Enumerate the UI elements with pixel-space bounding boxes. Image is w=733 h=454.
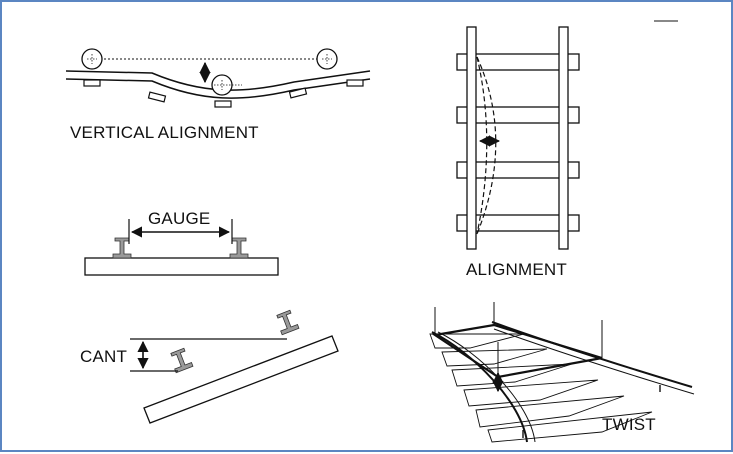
sleeper [288, 87, 308, 99]
twist-diagram [429, 302, 695, 443]
sleeper [456, 106, 580, 124]
gauge-diagram [84, 219, 279, 276]
vertical-alignment-diagram [65, 48, 371, 108]
cant-diagram [130, 309, 339, 424]
rail-high [276, 309, 300, 336]
sleeper [456, 53, 580, 71]
rail-low [170, 347, 194, 374]
sleeper [214, 100, 232, 108]
deviated-rail [476, 56, 488, 235]
twist-label: TWIST [602, 415, 656, 434]
sleeper [143, 335, 339, 424]
rail-right [229, 237, 249, 259]
gauge-label: GAUGE [148, 209, 211, 228]
rail-left [466, 26, 477, 250]
vertical-alignment-label: VERTICAL ALIGNMENT [70, 123, 259, 142]
sleeper [83, 79, 101, 87]
rail-right [558, 26, 569, 250]
sleeper [346, 79, 364, 87]
alignment-label: ALIGNMENT [466, 260, 567, 279]
wheel [316, 48, 338, 70]
sleeper [147, 91, 167, 103]
sleeper [456, 214, 580, 232]
sleeper [84, 257, 279, 276]
alignment-diagram [456, 26, 580, 250]
rail-right-edge [493, 328, 695, 395]
cant-label: CANT [80, 347, 128, 366]
rail-left [112, 237, 132, 259]
sleeper [456, 161, 580, 179]
wheel [81, 48, 103, 70]
